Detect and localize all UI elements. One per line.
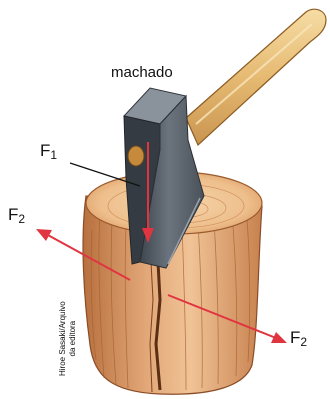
f1-letter: F bbox=[40, 141, 50, 160]
f2-left-index: 2 bbox=[18, 212, 25, 226]
f1-label: F1 bbox=[40, 141, 57, 162]
axe-eye bbox=[128, 146, 144, 166]
f2-left-letter: F bbox=[8, 205, 18, 224]
image-credit: Hiroe Sasaki/Arquivo da editora bbox=[58, 301, 77, 376]
credit-line-1: Hiroe Sasaki/Arquivo bbox=[58, 301, 68, 376]
f1-index: 1 bbox=[50, 148, 57, 162]
f2-right-label: F2 bbox=[290, 328, 307, 349]
f2-right-letter: F bbox=[290, 328, 300, 347]
tool-label: machado bbox=[111, 64, 173, 81]
f2-left-label: F2 bbox=[8, 205, 25, 226]
f2-right-index: 2 bbox=[300, 335, 307, 349]
credit-line-2: da editora bbox=[68, 301, 78, 376]
